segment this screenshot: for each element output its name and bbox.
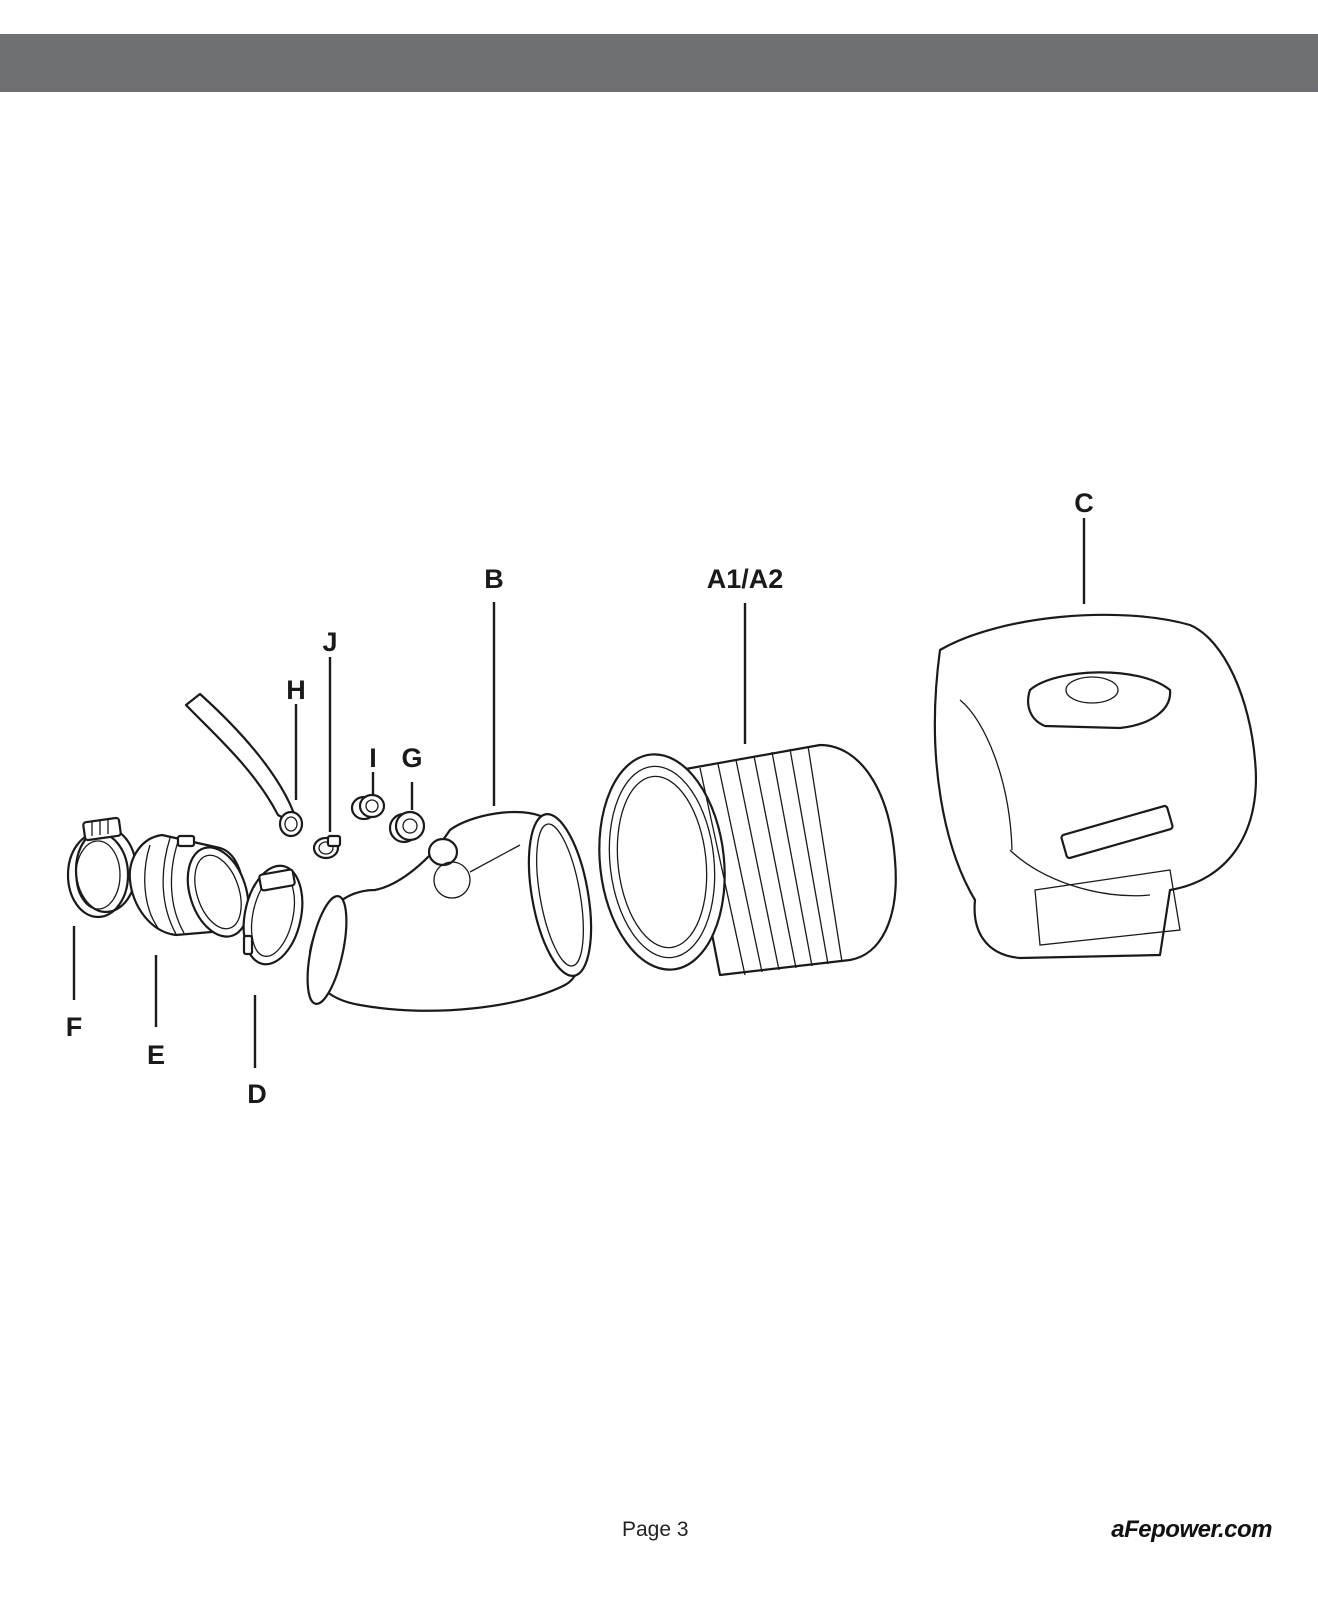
callout-j: J [322, 627, 337, 657]
callout-a: A1/A2 [707, 564, 784, 594]
part-a-air-filter [598, 743, 897, 977]
website-url: aFepower.com [1111, 1516, 1272, 1543]
part-i-grommet [350, 793, 386, 821]
callout-d: D [247, 1079, 267, 1109]
callout-c: C [1074, 488, 1094, 518]
page-number: Page 3 [622, 1518, 689, 1541]
callout-g: G [401, 743, 422, 773]
part-f-hose-clamp [66, 816, 138, 919]
callout-b: B [484, 564, 504, 594]
callout-f: F [66, 1012, 83, 1042]
callout-e: E [147, 1040, 165, 1070]
part-d-clamp [242, 864, 304, 966]
part-j-small-clamp [312, 834, 342, 860]
part-c-air-box [933, 613, 1258, 960]
part-h-tube [184, 692, 304, 838]
header-bar [0, 34, 1318, 92]
callout-h: H [286, 675, 306, 705]
part-b-intake-tube [306, 810, 593, 1012]
part-e-coupler [128, 833, 250, 938]
part-g-grommet [388, 810, 426, 844]
callout-i: I [369, 743, 377, 773]
